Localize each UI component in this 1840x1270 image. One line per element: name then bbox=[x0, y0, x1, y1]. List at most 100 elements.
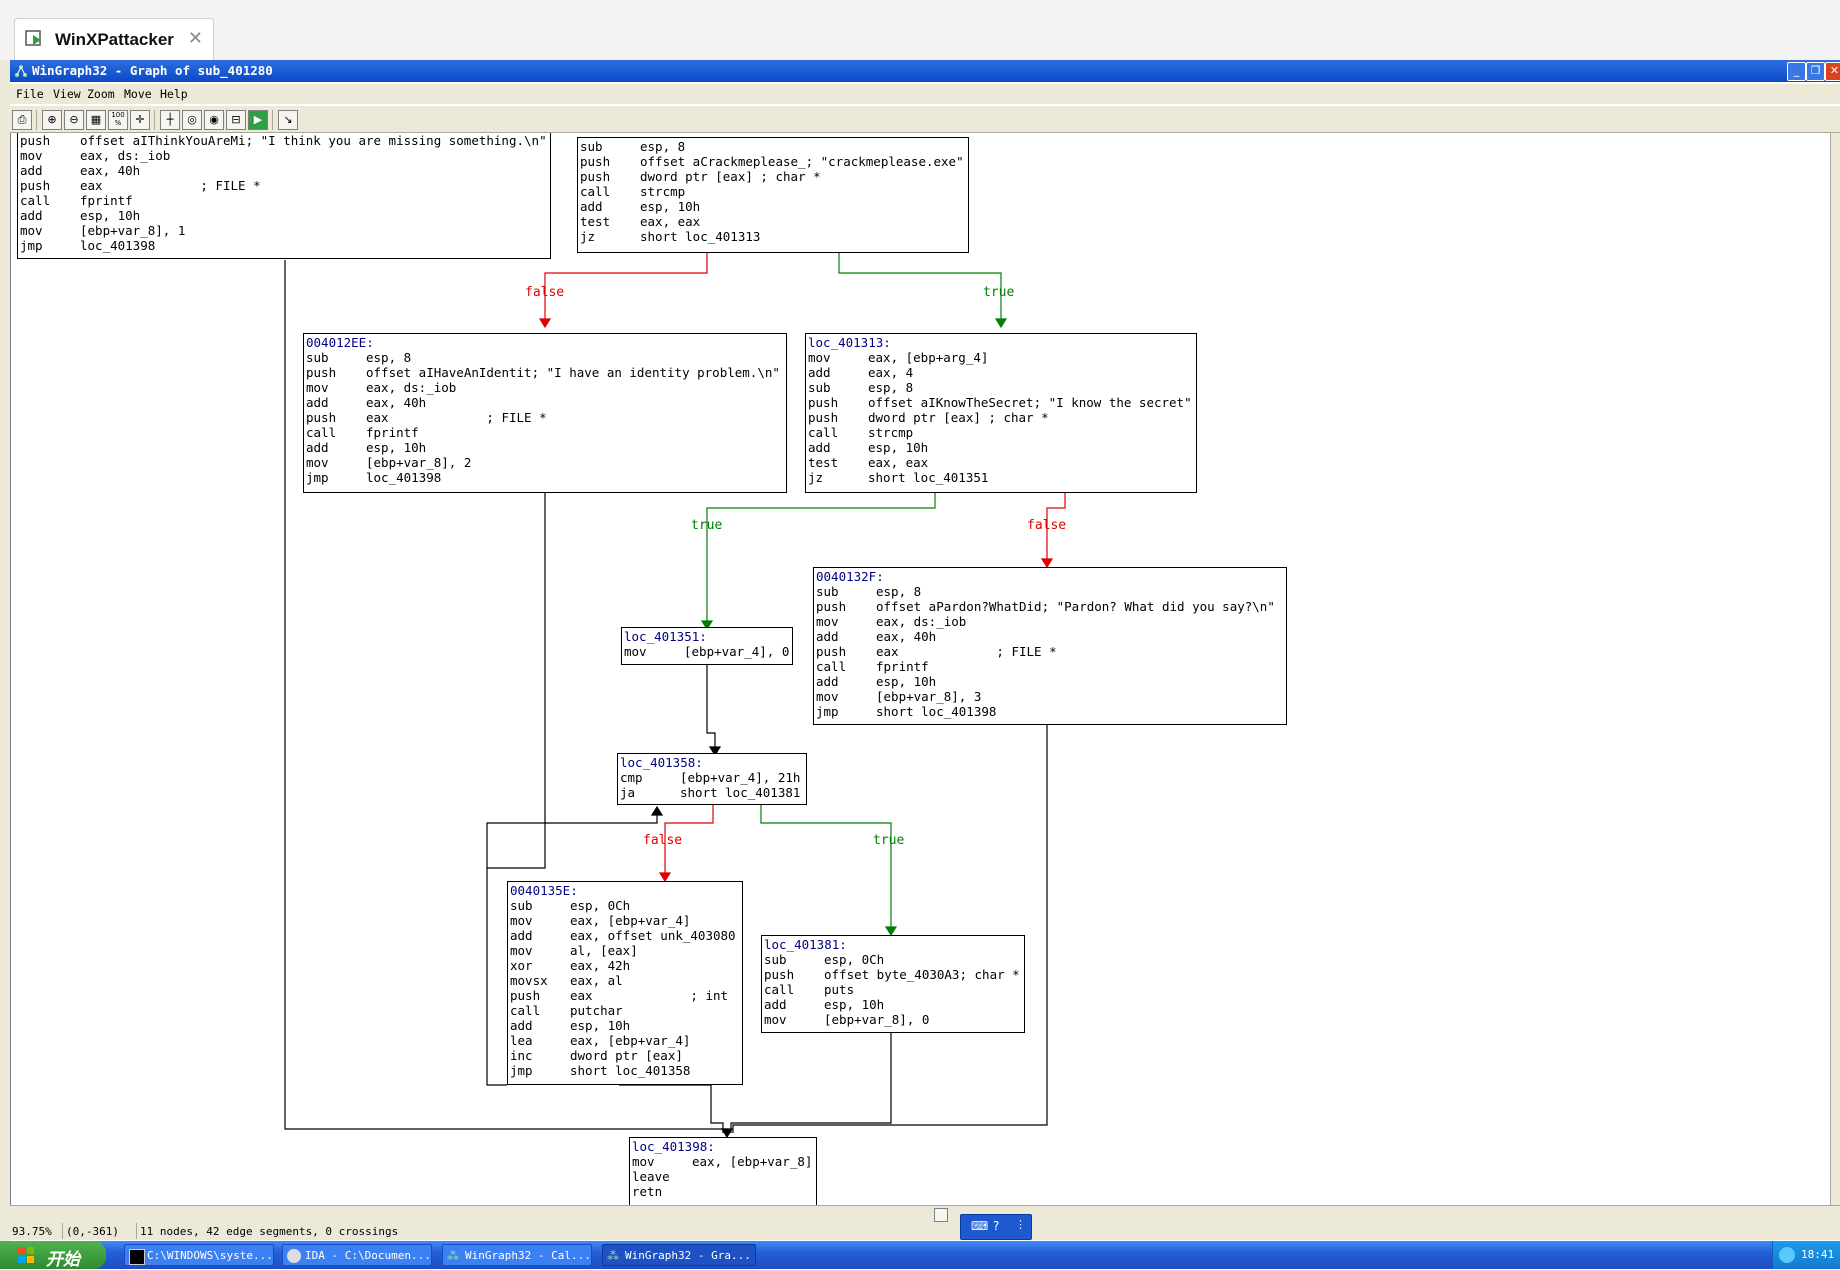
tray-arrow-icon[interactable] bbox=[1779, 1247, 1795, 1263]
horizontal-scrollbar[interactable] bbox=[10, 1205, 1840, 1222]
host-tab[interactable]: WinXPattacker ✕ bbox=[14, 18, 214, 61]
pointer-icon[interactable]: ↘ bbox=[278, 110, 298, 130]
node-label[interactable]: loc_401313: bbox=[808, 335, 891, 350]
minimize-button[interactable]: _ bbox=[1787, 62, 1806, 81]
window-titlebar[interactable]: WinGraph32 - Graph of sub_401280 _ ❐ ✕ bbox=[10, 60, 1840, 82]
print-icon[interactable]: ⎙ bbox=[12, 110, 32, 130]
menu-move[interactable]: Move bbox=[124, 87, 152, 101]
menu-arrow-icon[interactable]: ⋮ bbox=[1015, 1218, 1026, 1231]
asm-operands: eax, eax bbox=[640, 214, 701, 229]
asm-mnemonic: lea bbox=[510, 1033, 533, 1048]
asm-mnemonic: sub bbox=[510, 898, 533, 913]
scroll-thumb[interactable] bbox=[934, 1208, 948, 1222]
edge-label-true: true bbox=[983, 285, 1015, 300]
asm-mnemonic: sub bbox=[306, 350, 329, 365]
asm-mnemonic: mov bbox=[816, 614, 839, 629]
edge-true bbox=[838, 253, 1002, 325]
zoom-in-icon[interactable]: ⊕ bbox=[42, 110, 62, 130]
system-tray: 18:41 bbox=[1772, 1241, 1840, 1269]
zoom-out-icon[interactable]: ⊖ bbox=[64, 110, 84, 130]
zoom-100-icon[interactable]: 100% bbox=[108, 110, 128, 130]
edge-false bbox=[664, 805, 714, 879]
task-cmd[interactable]: C:\WINDOWS\syste... bbox=[124, 1244, 274, 1266]
asm-mnemonic: push bbox=[306, 410, 337, 425]
restore-button[interactable]: ❐ bbox=[1806, 62, 1825, 81]
asm-operands: esp, 10h bbox=[80, 208, 141, 223]
task-ida[interactable]: IDA - C:\Documen... bbox=[282, 1244, 432, 1266]
node-label[interactable]: 0040132F: bbox=[816, 569, 884, 584]
asm-operands: fprintf bbox=[876, 659, 929, 674]
help-icon[interactable]: ? bbox=[993, 1219, 1000, 1233]
asm-mnemonic: xor bbox=[510, 958, 533, 973]
navigate-icon[interactable]: ◉ bbox=[204, 110, 224, 130]
menu-file[interactable]: File bbox=[16, 87, 44, 101]
menu-zoom[interactable]: Zoom bbox=[87, 87, 115, 101]
window-title: WinGraph32 - Graph of sub_401280 bbox=[32, 63, 273, 78]
asm-operands: loc_401398 bbox=[80, 238, 156, 253]
vm-icon bbox=[25, 30, 41, 46]
origin-icon[interactable]: ┼ bbox=[160, 110, 180, 130]
asm-operands: esp, 10h bbox=[366, 440, 427, 455]
menu-help[interactable]: Help bbox=[160, 87, 188, 101]
asm-mnemonic: test bbox=[580, 214, 611, 229]
graph-node[interactable]: loc_401351:mov[ebp+var_4], 0 bbox=[621, 627, 793, 665]
asm-operands: esp, 10h bbox=[570, 1018, 631, 1033]
asm-mnemonic: jmp bbox=[20, 238, 43, 253]
keyboard-icon[interactable]: ⌨ bbox=[971, 1219, 989, 1233]
asm-operands: short loc_401358 bbox=[570, 1063, 691, 1078]
task-wingraph-call[interactable]: ⁂ WinGraph32 - Cal... bbox=[442, 1244, 592, 1266]
node-label[interactable]: loc_401398: bbox=[632, 1139, 715, 1154]
go-icon[interactable]: ▶ bbox=[248, 110, 268, 130]
start-button[interactable]: 开始 bbox=[0, 1241, 106, 1270]
left-frame bbox=[0, 60, 10, 1249]
menu-view[interactable]: View bbox=[53, 87, 81, 101]
node-label[interactable]: 004012EE: bbox=[306, 335, 374, 350]
layout-icon[interactable]: ⊟ bbox=[226, 110, 246, 130]
task-wingraph-graph[interactable]: ⁂ WinGraph32 - Gra... bbox=[602, 1244, 756, 1266]
fit-window-icon[interactable]: ▦ bbox=[86, 110, 106, 130]
node-label[interactable]: 0040135E: bbox=[510, 883, 578, 898]
ime-toolbar[interactable]: ⌨ ? ⋮ bbox=[960, 1214, 1032, 1240]
edge-flow bbox=[487, 493, 546, 869]
edge-label-true: true bbox=[691, 518, 723, 533]
close-icon[interactable]: ✕ bbox=[187, 28, 203, 49]
asm-line: mov[ebp+var_8], 1 bbox=[20, 223, 548, 238]
node-label[interactable]: loc_401358: bbox=[620, 755, 703, 770]
node-label[interactable]: loc_401351: bbox=[624, 629, 707, 644]
asm-mnemonic: jmp bbox=[510, 1063, 533, 1078]
vertical-scrollbar[interactable] bbox=[1830, 133, 1840, 1205]
edge-false bbox=[1046, 493, 1066, 565]
node-label[interactable]: loc_401381: bbox=[764, 937, 847, 952]
center-icon[interactable]: ✛ bbox=[130, 110, 150, 130]
asm-mnemonic: mov bbox=[632, 1154, 655, 1169]
asm-mnemonic: push bbox=[816, 599, 847, 614]
close-button[interactable]: ✕ bbox=[1825, 62, 1840, 81]
move-icon[interactable]: ◎ bbox=[182, 110, 202, 130]
asm-mnemonic: call bbox=[816, 659, 847, 674]
asm-operands: fprintf bbox=[80, 193, 133, 208]
asm-operands: short loc_401351 bbox=[868, 470, 989, 485]
menubar: File View Zoom Move Help bbox=[10, 84, 1840, 104]
asm-operands: esp, 8 bbox=[640, 139, 686, 154]
